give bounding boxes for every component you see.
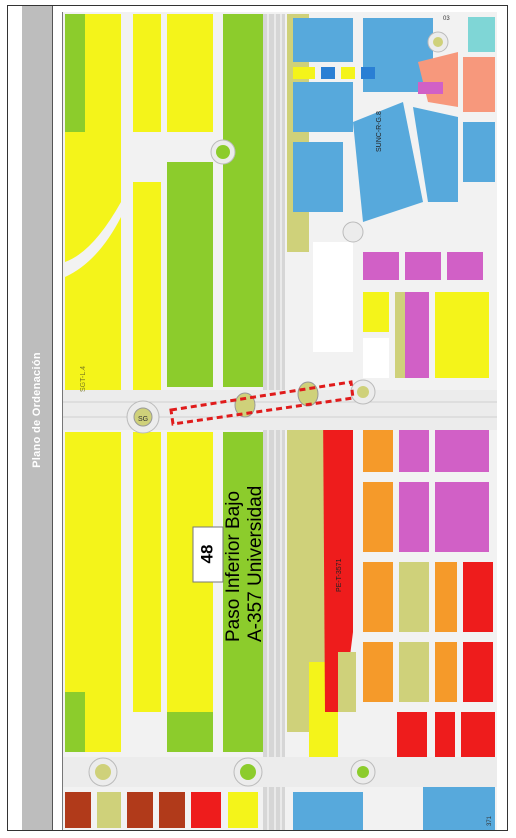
green-zone xyxy=(65,692,85,752)
red-zone xyxy=(463,562,493,632)
blue-zone xyxy=(413,107,458,202)
blue-zone xyxy=(353,102,423,222)
yellow-zone xyxy=(65,432,121,752)
site-number: 48 xyxy=(197,545,216,564)
underpass-oval xyxy=(297,381,319,407)
underpass-oval xyxy=(234,392,256,418)
yellow-zone xyxy=(167,14,213,132)
red-zone xyxy=(463,642,493,702)
underpass-highlight[interactable] xyxy=(169,380,355,426)
red-zone-pe xyxy=(323,407,353,712)
sidebar xyxy=(22,6,53,830)
roundabout-center xyxy=(133,407,153,427)
olive-strip xyxy=(395,292,405,378)
site-number-box xyxy=(192,526,224,583)
roundabout-center xyxy=(240,764,256,780)
label-sg: SG xyxy=(138,416,148,423)
orange-zone xyxy=(363,482,393,552)
magenta-zone xyxy=(363,252,399,280)
yellow-zone xyxy=(133,182,161,392)
salmon-zone xyxy=(463,57,495,112)
yellow-zone xyxy=(167,432,213,712)
small-blue-lot xyxy=(321,67,335,79)
yellow-zone xyxy=(65,217,121,392)
blue-zone xyxy=(293,18,353,62)
white-zone xyxy=(363,338,389,378)
small-yellow-lot xyxy=(293,67,315,79)
red-lot xyxy=(191,792,221,828)
caption-line-1: Paso Inferior Bajo xyxy=(223,491,244,642)
roundabout-center xyxy=(95,764,111,780)
brown-lot xyxy=(159,792,185,828)
roundabout xyxy=(342,221,364,243)
label-371: 371 xyxy=(487,815,493,826)
magenta-zone xyxy=(447,252,483,280)
orange-zone xyxy=(435,642,457,702)
yellow-lot xyxy=(228,792,258,828)
green-zone xyxy=(65,14,85,132)
white-zone xyxy=(313,242,353,352)
blue-zone xyxy=(293,792,363,830)
blue-zone xyxy=(423,782,495,830)
label-03: 03 xyxy=(443,16,450,22)
green-zone xyxy=(223,14,263,387)
blue-zone xyxy=(293,82,353,132)
small-yellow-lot xyxy=(341,67,355,79)
yellow-zone xyxy=(435,292,489,378)
orange-zone xyxy=(363,642,393,702)
olive-zone xyxy=(399,642,429,702)
green-zone xyxy=(167,162,213,387)
yellow-zone xyxy=(133,432,161,712)
blue-zone xyxy=(363,18,433,92)
label-sunc: SUNC-R-G.8 xyxy=(376,111,383,152)
blue-zone xyxy=(293,142,343,212)
blue-zone xyxy=(463,122,495,182)
cross-road xyxy=(63,757,497,787)
yellow-zone xyxy=(133,14,161,132)
magenta-zone xyxy=(399,482,429,552)
magenta-lot xyxy=(418,82,443,94)
green-zone xyxy=(167,712,213,752)
brown-lot xyxy=(65,792,91,828)
red-zone xyxy=(461,712,495,760)
zoning-map[interactable]: 48 Paso Inferior Bajo A-357 Universidad … xyxy=(62,12,497,830)
roundabout-center xyxy=(357,766,369,778)
caption-line-2: A-357 Universidad xyxy=(245,486,266,642)
olive-lot xyxy=(97,792,121,828)
magenta-zone xyxy=(435,482,489,552)
green-zone xyxy=(223,432,263,752)
label-sgt: SGT-L.4 xyxy=(80,366,87,392)
brown-lot xyxy=(127,792,153,828)
sidebar-title: Plano de Ordenación xyxy=(31,352,43,468)
magenta-zone xyxy=(405,252,441,280)
yellow-zone xyxy=(363,292,389,332)
red-zone xyxy=(435,712,455,760)
olive-zone xyxy=(399,562,429,632)
roundabout-center xyxy=(216,145,230,159)
olive-zone xyxy=(338,652,356,712)
label-pe: PE-T-3571 xyxy=(336,558,343,592)
olive-zone xyxy=(287,402,328,732)
teal-zone xyxy=(468,17,495,52)
red-zone xyxy=(397,712,427,760)
roundabout-center xyxy=(357,386,369,398)
orange-zone xyxy=(363,562,393,632)
roundabout-center xyxy=(433,37,443,47)
small-blue-lot xyxy=(361,67,375,79)
orange-zone xyxy=(435,562,457,632)
